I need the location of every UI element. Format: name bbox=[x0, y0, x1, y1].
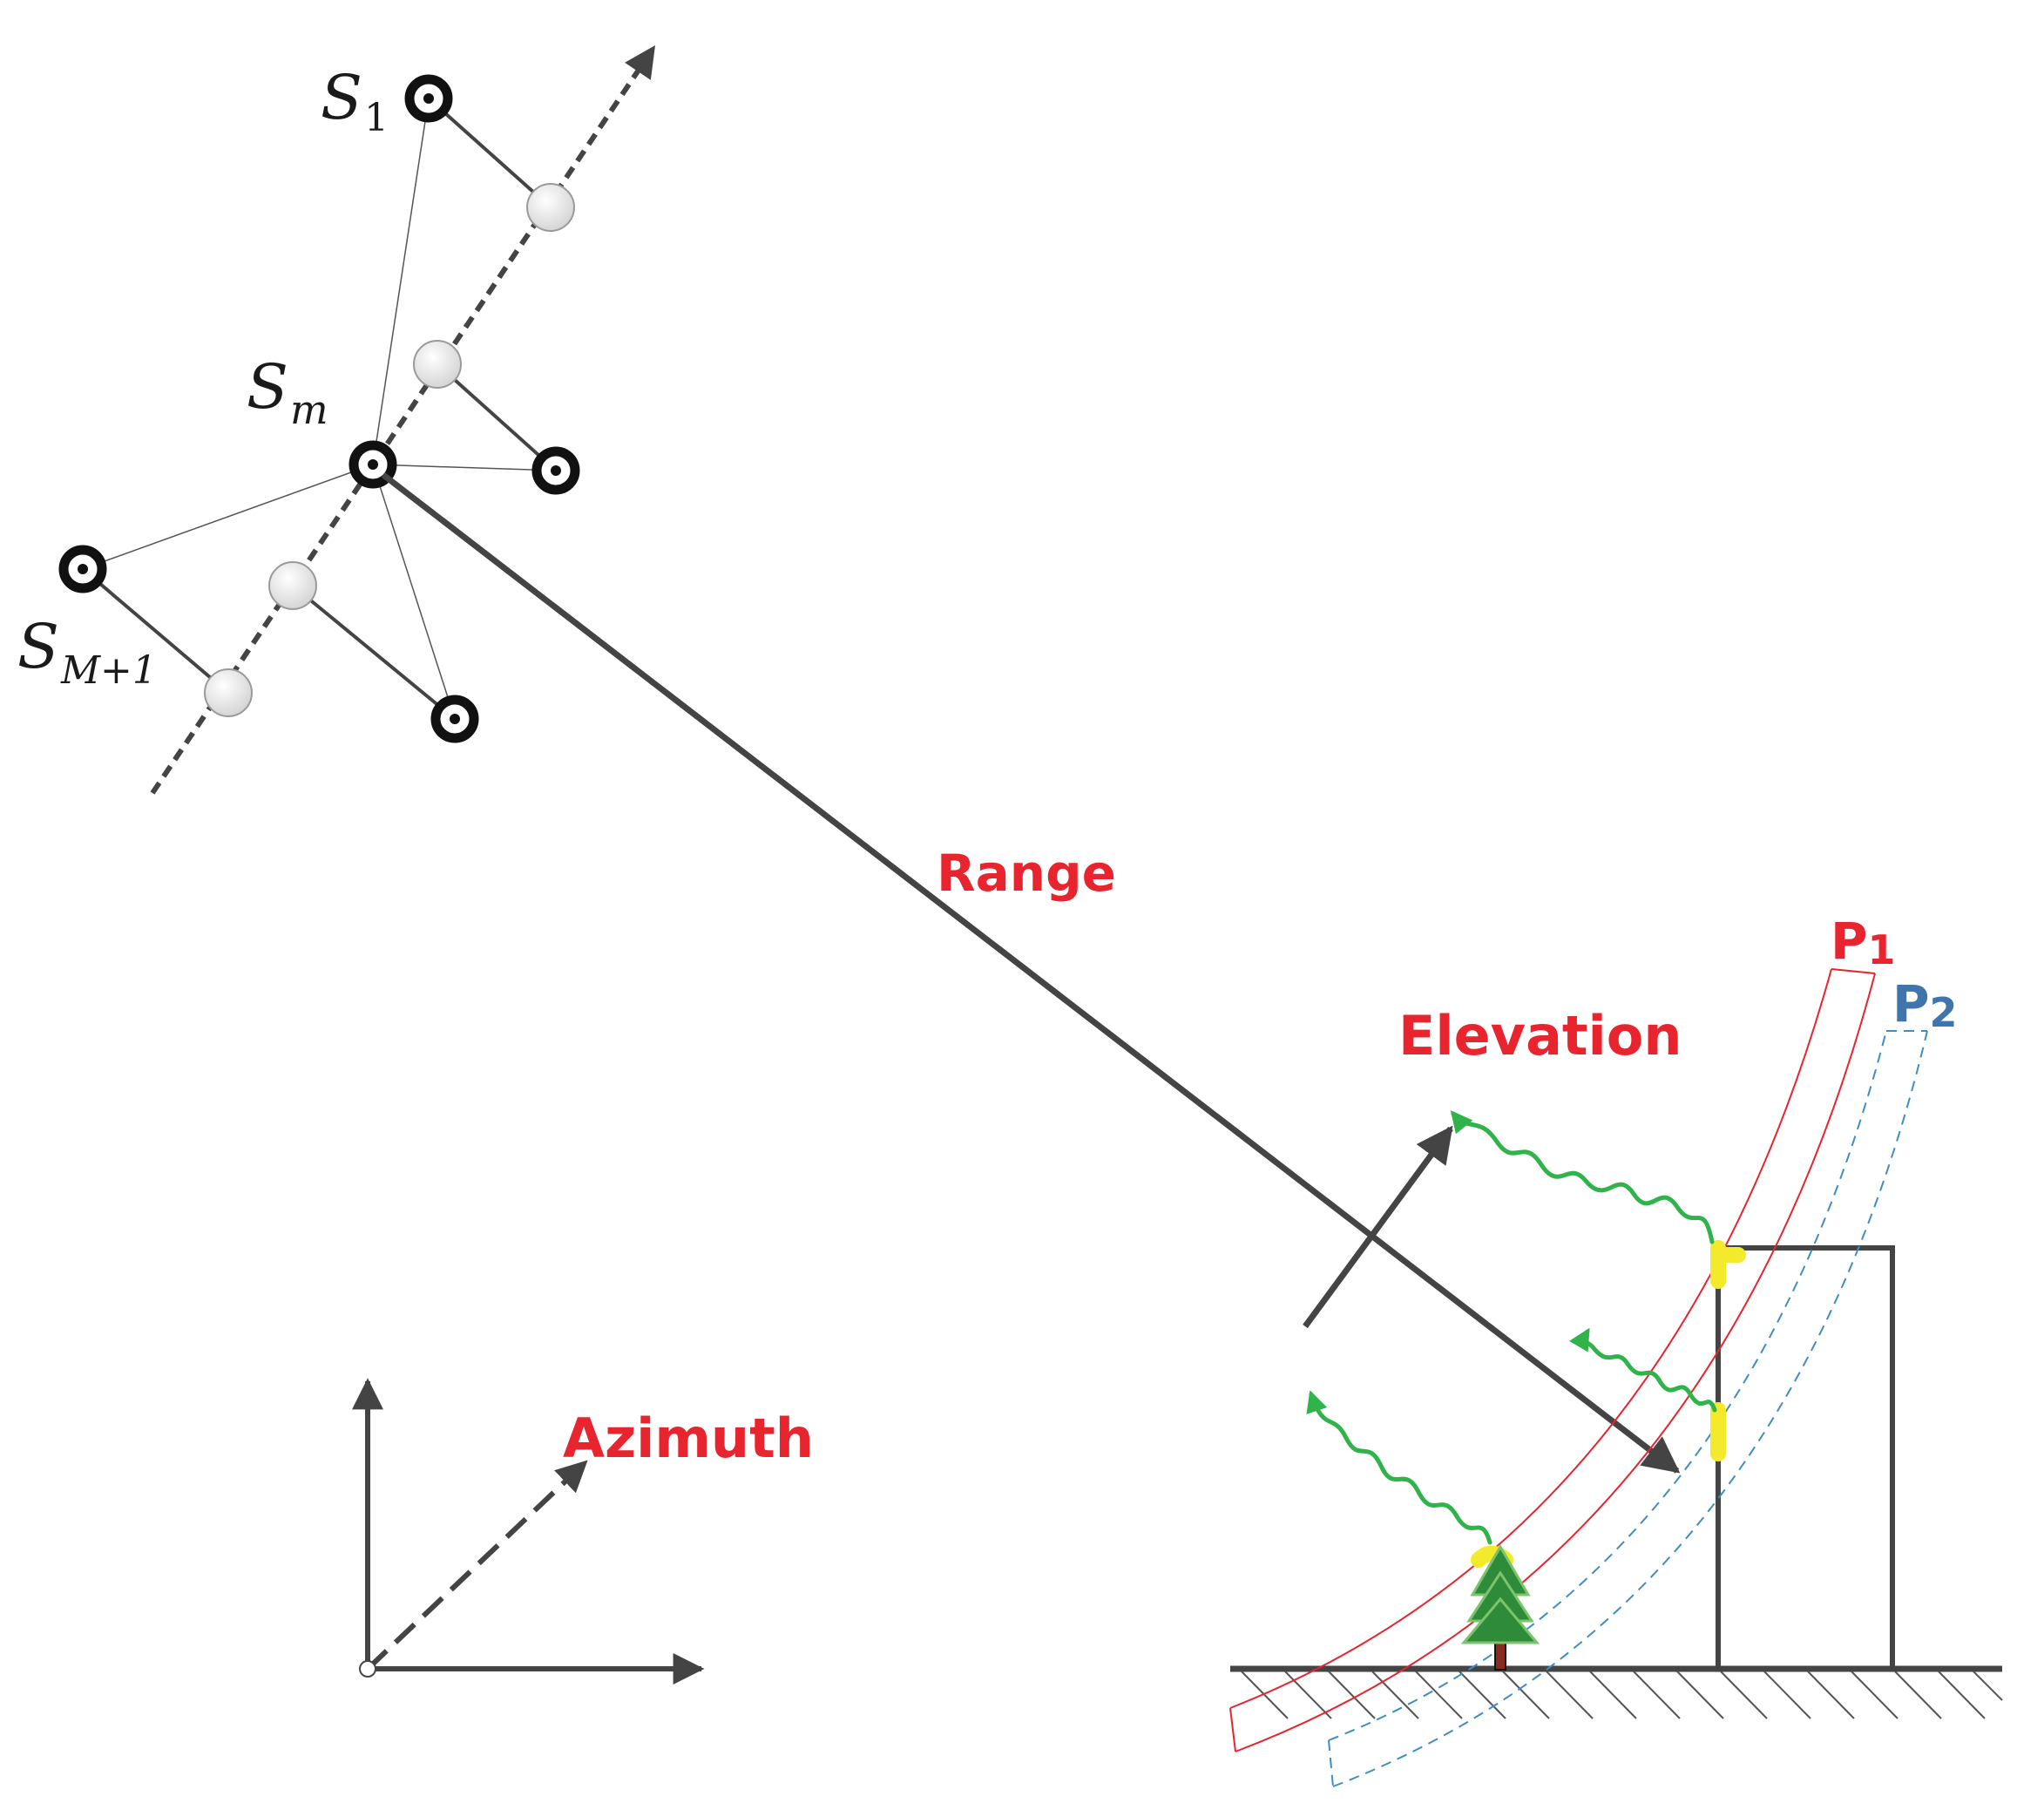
coordinate-axes bbox=[352, 1378, 705, 1685]
sensor-projection-links bbox=[81, 97, 558, 721]
building bbox=[1716, 1245, 1895, 1669]
sensor-node-icon bbox=[349, 440, 397, 489]
sensor-node-icon bbox=[404, 74, 453, 123]
projected-point bbox=[204, 668, 253, 717]
sensor-node-icon bbox=[58, 545, 107, 593]
signal-tree bbox=[1306, 1390, 1492, 1545]
range-cell-p1 bbox=[1229, 968, 1876, 1752]
scatterer-roof bbox=[1710, 1240, 1746, 1289]
sensor-label-sm: Sm bbox=[247, 351, 328, 433]
range-arrow bbox=[381, 472, 1681, 1474]
p1-label: P1 bbox=[1831, 912, 1896, 973]
origin-point bbox=[359, 1660, 376, 1678]
range-label: Range bbox=[937, 844, 1116, 903]
projected-point bbox=[413, 340, 462, 389]
backscatter-signals bbox=[1306, 1110, 1717, 1545]
sensor-label-s1: S1 bbox=[321, 62, 389, 140]
elevation-arrow bbox=[1303, 1125, 1453, 1329]
azimuth-label: Azimuth bbox=[563, 1407, 814, 1470]
projected-point bbox=[526, 183, 575, 232]
elevation-label: Elevation bbox=[1398, 1004, 1682, 1068]
p2-label: P2 bbox=[1892, 974, 1958, 1036]
ground-hatching bbox=[1241, 1671, 2003, 1719]
baseline-connectors bbox=[82, 98, 557, 720]
sensor-node-icon bbox=[430, 695, 479, 743]
projected-point bbox=[268, 561, 317, 610]
signal-roof bbox=[1450, 1110, 1715, 1244]
range-cell-p2 bbox=[1328, 1030, 1928, 1787]
baseline-trajectory bbox=[150, 45, 656, 795]
sensor-label-sM1: SM+1 bbox=[17, 611, 157, 693]
signal-wall bbox=[1569, 1327, 1717, 1413]
sensor-node-icon bbox=[531, 446, 580, 495]
tree-icon bbox=[1460, 1544, 1540, 1671]
azimuth-axis bbox=[365, 1460, 588, 1671]
sensor-nodes bbox=[58, 74, 580, 743]
projected-points bbox=[204, 183, 575, 717]
